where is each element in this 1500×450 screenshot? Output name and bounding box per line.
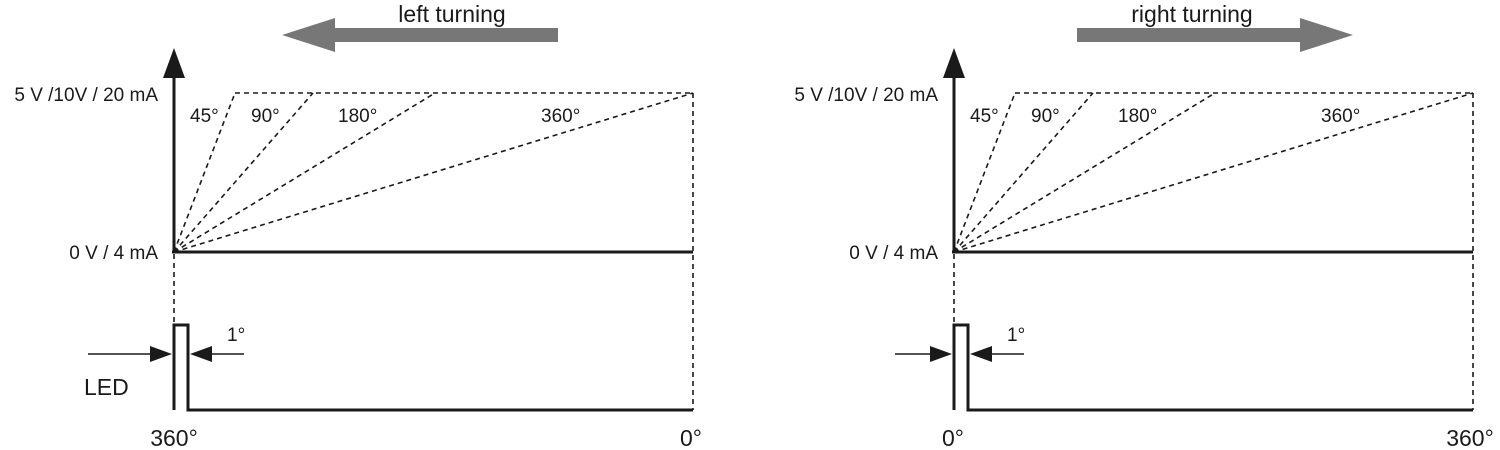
led-label: LED	[84, 374, 129, 400]
ramp-label-360-right: 360°	[1321, 106, 1360, 127]
led-pulse-right	[952, 323, 1473, 412]
ramp-label-360-left: 360°	[541, 106, 580, 127]
direction-label-right: right turning	[1131, 1, 1252, 27]
ramp-45-left	[173, 92, 236, 253]
y-bottom-label-right: 0 V / 4 mA	[849, 243, 938, 264]
x-end-label-right: 360°	[1446, 425, 1494, 450]
ramp-180-right	[953, 92, 1216, 253]
panel-left: left turning 45° 90° 180° 360° 5 V /10V …	[14, 1, 702, 450]
ramp-180-left	[173, 92, 436, 253]
dim-arrowhead-inner-left	[190, 346, 212, 362]
dim-arrowhead-outer-right	[930, 346, 952, 362]
direction-arrow-right	[1077, 18, 1353, 52]
y-top-label-left: 5 V /10V / 20 mA	[14, 85, 158, 106]
ramp-label-180-right: 180°	[1118, 106, 1157, 127]
y-axis-arrowhead-left	[163, 48, 185, 78]
dim-arrowhead-outer-left	[150, 346, 172, 362]
ramp-label-45-right: 45°	[970, 106, 999, 127]
direction-label-left: left turning	[398, 1, 505, 27]
x-start-label-left: 360°	[150, 425, 198, 450]
width-label-right: 1°	[1007, 325, 1025, 346]
led-pulse-left	[172, 323, 693, 412]
y-axis-arrowhead-right	[943, 48, 965, 78]
ramp-45-right	[953, 92, 1016, 253]
dim-arrowhead-inner-right	[970, 346, 992, 362]
ramp-label-180-left: 180°	[338, 106, 377, 127]
y-bottom-label-left: 0 V / 4 mA	[69, 243, 158, 264]
panel-right: right turning 45° 90° 180° 360° 5 V /10V…	[794, 1, 1493, 450]
ramp-label-45-left: 45°	[190, 106, 219, 127]
ramp-360-right	[953, 92, 1474, 253]
ramp-90-left	[173, 92, 314, 253]
ramp-360-left	[173, 92, 694, 253]
x-start-label-right: 0°	[942, 425, 964, 450]
y-top-label-right: 5 V /10V / 20 mA	[794, 85, 938, 106]
ramp-label-90-left: 90°	[251, 106, 280, 127]
ramp-label-90-right: 90°	[1031, 106, 1060, 127]
ramp-90-right	[953, 92, 1094, 253]
width-label-left: 1°	[227, 325, 245, 346]
direction-arrow-left	[282, 18, 558, 52]
x-end-label-left: 0°	[680, 425, 702, 450]
